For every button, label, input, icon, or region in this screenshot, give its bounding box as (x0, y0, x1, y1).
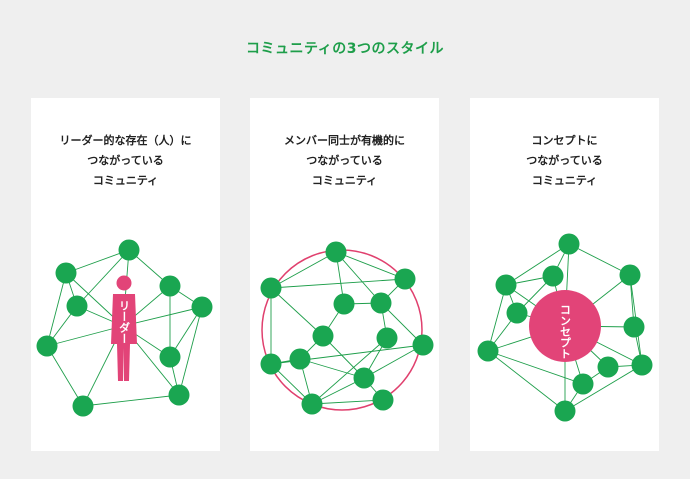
caption-line: つながっている (306, 154, 383, 167)
caption-line: コミュニティ (531, 174, 598, 187)
member-network-diagram (260, 241, 434, 415)
card-leader-community: リーダー的な存在（人）に つながっている コミュニティ (31, 98, 220, 451)
card-caption: コンセプトに つながっている コミュニティ (470, 131, 659, 191)
card-concept-community: コンセプトに つながっている コミュニティ (470, 98, 659, 451)
leader-label: リーダー (118, 300, 131, 344)
page-title: コミュニティの3つのスタイル (246, 41, 444, 57)
caption-line: メンバー同士が有機的に (284, 134, 405, 147)
caption-line: コミュニティ (92, 174, 159, 187)
network-nodes (260, 241, 434, 415)
caption-line: つながっている (87, 154, 164, 167)
concept-label: コンセプト (559, 304, 572, 359)
caption-line: コミュニティ (311, 174, 378, 187)
leader-figure: リーダー (111, 275, 137, 381)
card-caption: リーダー的な存在（人）に つながっている コミュニティ (31, 131, 220, 191)
card-caption: メンバー同士が有機的に つながっている コミュニティ (250, 131, 439, 191)
concept-network-diagram: コンセプト (477, 233, 653, 422)
caption-line: つながっている (526, 154, 603, 167)
network-nodes (36, 239, 213, 417)
concept-circle (529, 290, 601, 362)
network-nodes (477, 233, 653, 422)
card-member-community: メンバー同士が有機的に つながっている コミュニティ (250, 98, 439, 451)
leader-network-diagram: リーダー (36, 239, 213, 417)
caption-line: コンセプトに (531, 134, 598, 147)
caption-line: リーダー的な存在（人）に (59, 134, 192, 147)
